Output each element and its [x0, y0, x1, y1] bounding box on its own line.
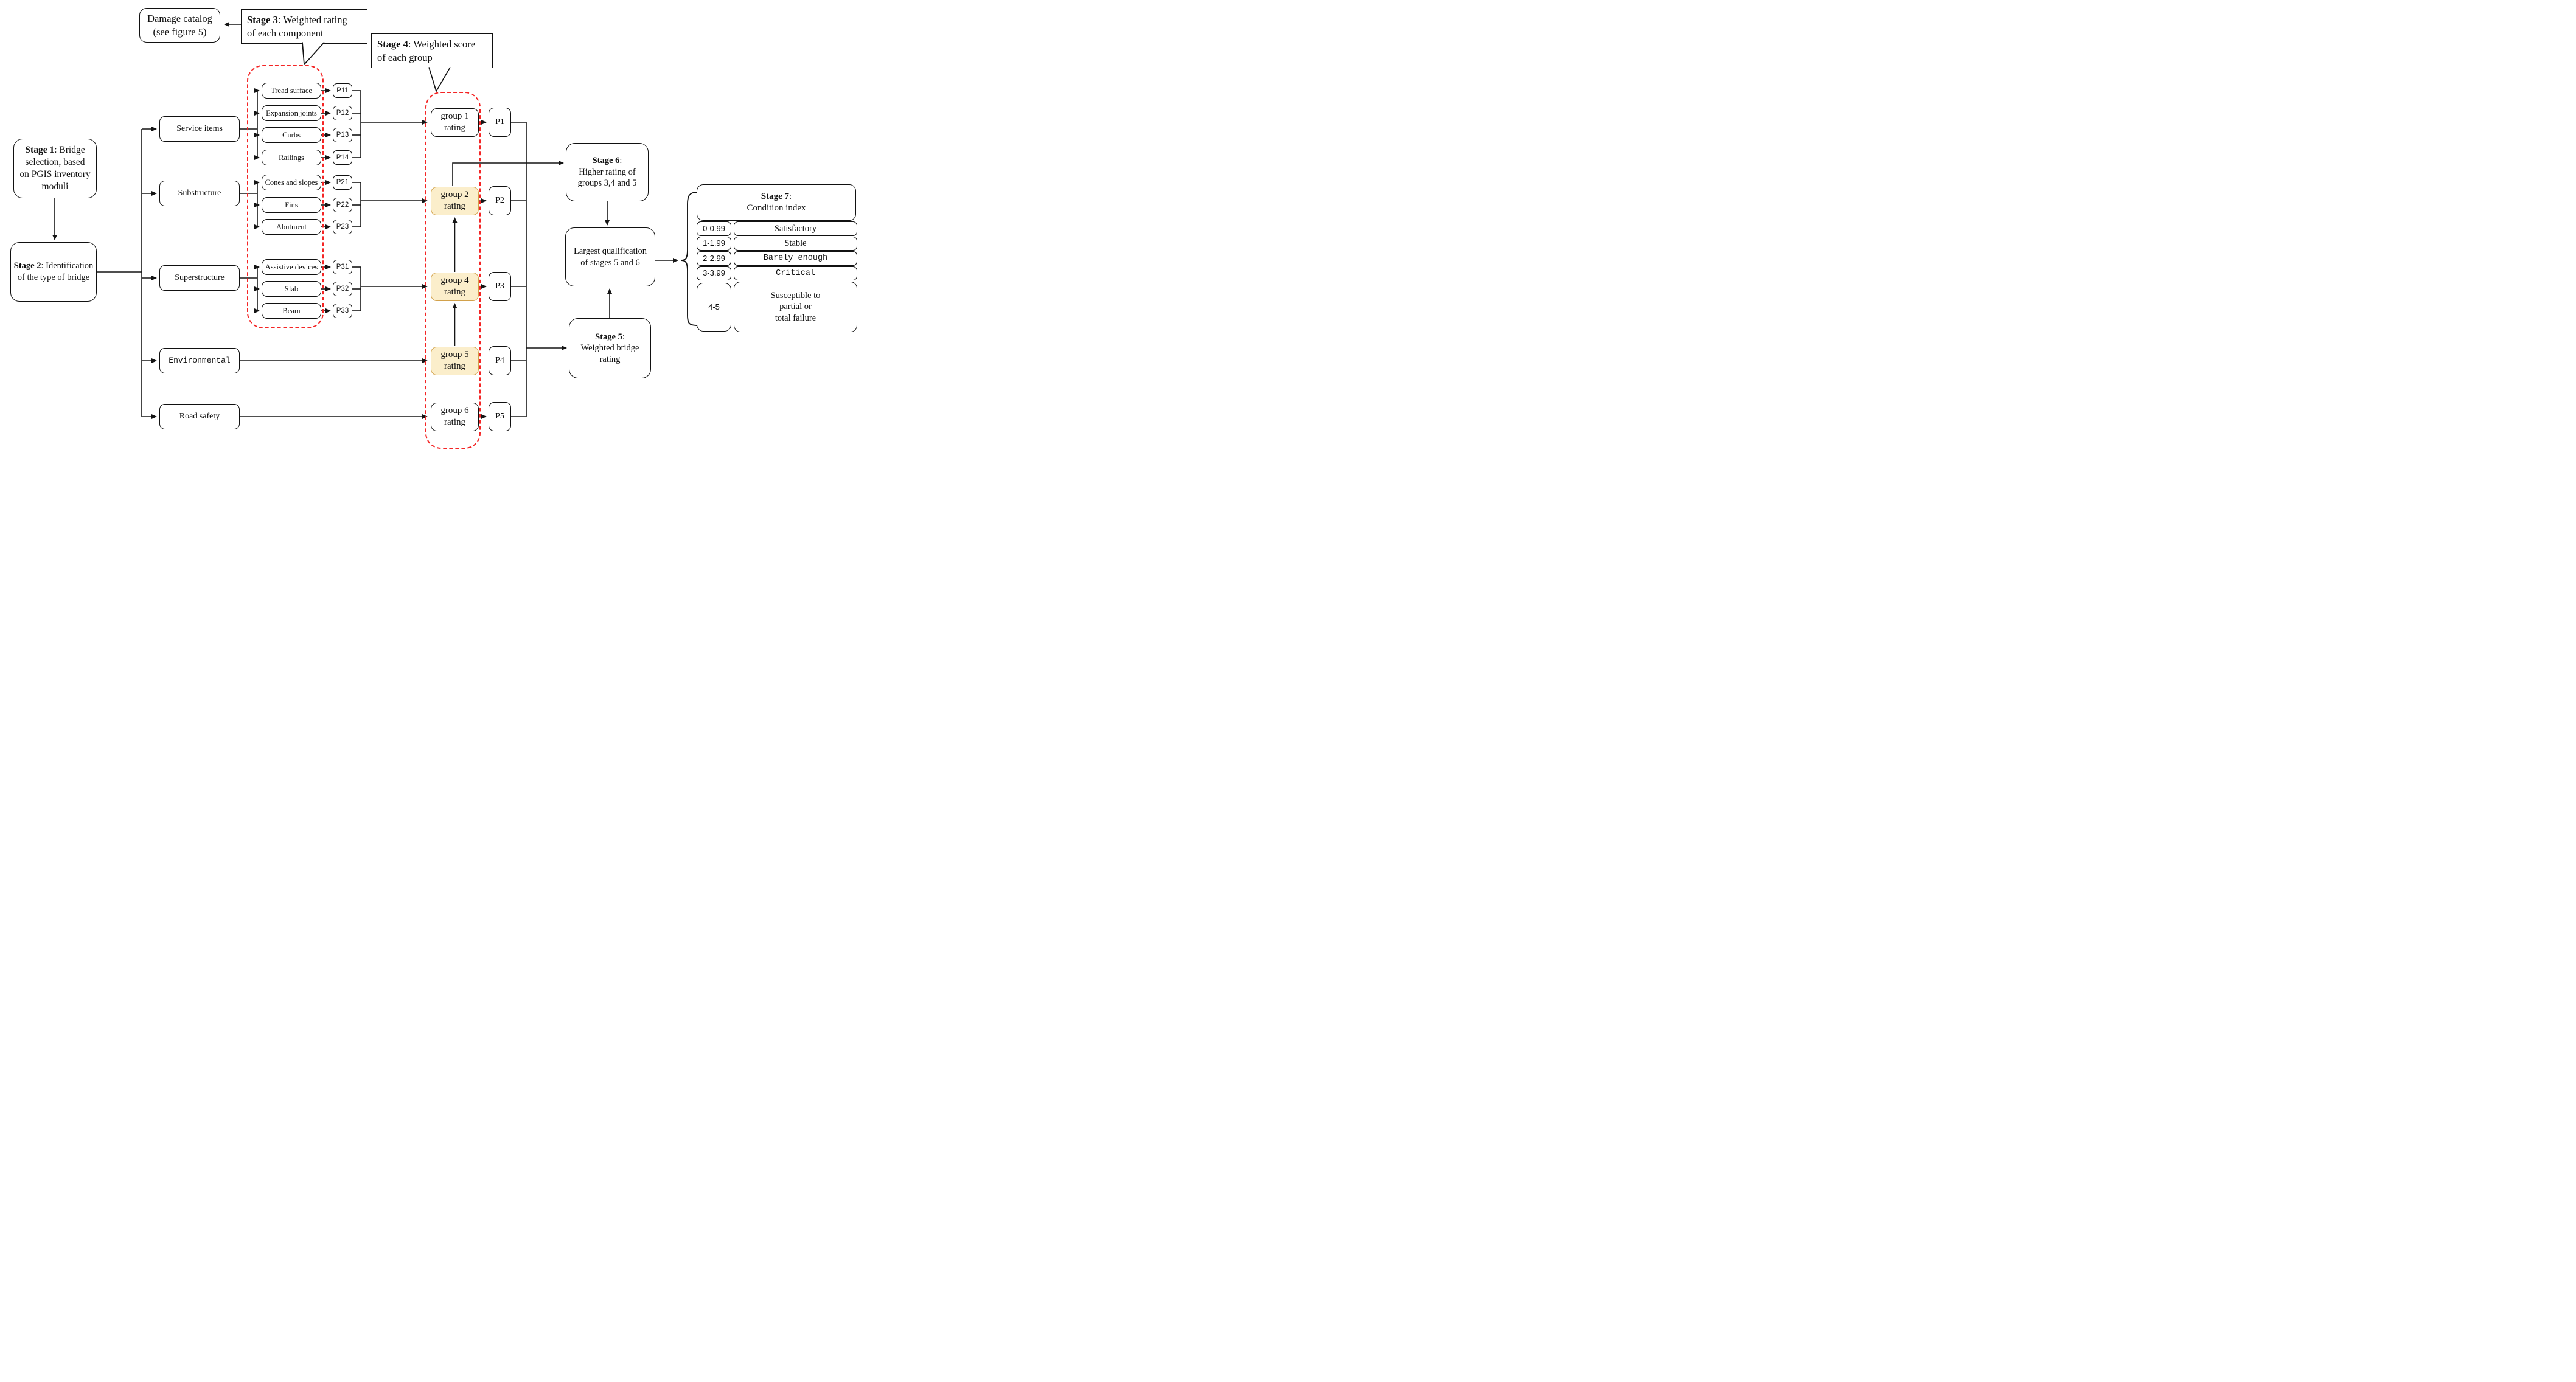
stage5-title: Stage 5: [595, 332, 622, 342]
component-tread-surface: Tread surface: [262, 83, 321, 99]
code-P12: P12: [333, 106, 352, 120]
category-label: Substructure: [178, 189, 221, 198]
stage5-box: Stage 5: Weighted bridge rating: [569, 318, 651, 378]
stage2-box: Stage 2: Identification of the type of b…: [10, 242, 97, 302]
damage-catalog-box: Damage catalog (see figure 5): [139, 8, 220, 43]
stage7-header: Stage 7: Condition index: [697, 184, 856, 221]
condition-label-satisfactory: Satisfactory: [734, 221, 857, 236]
group-1-rating: group 1 rating: [431, 108, 479, 137]
damage-catalog-label: Damage catalog (see figure 5): [147, 13, 212, 38]
code-P13: P13: [333, 128, 352, 142]
stage1-title: Stage 1: [25, 145, 55, 156]
stage1-box: Stage 1: Bridge selection, based on PGIS…: [13, 139, 97, 198]
component-beam: Beam: [262, 303, 321, 319]
condition-label-barely-enough: Barely enough: [734, 251, 857, 266]
group-4-rating: group 4 rating: [431, 272, 479, 301]
component-expansion-joints: Expansion joints: [262, 105, 321, 121]
code-P11: P11: [333, 83, 352, 98]
category-label: Environmental: [169, 355, 231, 365]
category-superstructure: Superstructure: [159, 265, 240, 291]
category-label: Road safety: [179, 412, 220, 422]
stage4-title: Stage 4: [377, 38, 408, 50]
largest-qualification-box: Largest qualification of stages 5 and 6: [565, 227, 655, 286]
stage6-text: : Higher rating of groups 3,4 and 5: [577, 156, 637, 189]
stage4-dashed-region: [425, 92, 481, 449]
stage6-title: Stage 6: [592, 156, 620, 166]
category-environmental: Environmental: [159, 348, 240, 373]
component-railings: Railings: [262, 150, 321, 165]
condition-range-0: 0-0.99: [697, 221, 731, 236]
stage6-box: Stage 6: Higher rating of groups 3,4 and…: [566, 143, 649, 201]
component-cones-and-slopes: Cones and slopes: [262, 175, 321, 190]
stage3-callout: Stage 3: Weighted rating of each compone…: [241, 9, 367, 44]
code-P31: P31: [333, 260, 352, 274]
code-P32: P32: [333, 282, 352, 296]
condition-range-1: 1-1.99: [697, 237, 731, 251]
component-assistive-devices: Assistive devices: [262, 259, 321, 275]
condition-bracket: [681, 192, 698, 326]
code-P23: P23: [333, 220, 352, 234]
component-fins: Fins: [262, 197, 321, 213]
condition-label-stable: Stable: [734, 237, 857, 251]
stage1-text: : Bridge selection, based on PGIS invent…: [19, 145, 91, 192]
stage5-text: : Weighted bridge rating: [580, 332, 639, 364]
condition-range-4: 4-5: [697, 283, 731, 332]
group-6-rating: group 6 rating: [431, 402, 479, 431]
condition-range-2: 2-2.99: [697, 251, 731, 266]
category-label: Service items: [176, 124, 223, 134]
group-5-rating: group 5 rating: [431, 346, 479, 375]
flowchart-canvas: Damage catalog (see figure 5) Stage 3: W…: [0, 0, 858, 460]
component-abutment: Abutment: [262, 219, 321, 235]
code-P33: P33: [333, 304, 352, 318]
stage3-dashed-region: [247, 65, 324, 328]
stage4-text: : Weighted score of each group: [377, 38, 476, 63]
code-P14: P14: [333, 150, 352, 165]
stage2-text: : Identification of the type of bridge: [17, 261, 94, 282]
score-P5: P5: [489, 402, 511, 431]
group-2-rating: group 2 rating: [431, 186, 479, 215]
category-road-safety: Road safety: [159, 404, 240, 429]
stage7-text: : Condition index: [747, 191, 806, 213]
code-P22: P22: [333, 198, 352, 212]
score-P1: P1: [489, 108, 511, 137]
code-P21: P21: [333, 175, 352, 190]
score-P2: P2: [489, 186, 511, 215]
condition-label-susceptible: Susceptible to partial or total failure: [734, 282, 857, 332]
stage3-title: Stage 3: [247, 14, 278, 26]
stage4-callout: Stage 4: Weighted score of each group: [371, 33, 493, 68]
stage7-title: Stage 7: [761, 191, 790, 201]
largest-qualification-text: Largest qualification of stages 5 and 6: [573, 246, 647, 268]
component-slab: Slab: [262, 281, 321, 297]
category-label: Superstructure: [175, 273, 225, 283]
condition-label-critical: Critical: [734, 266, 857, 280]
score-P4: P4: [489, 346, 511, 375]
category-service-items: Service items: [159, 116, 240, 142]
stage2-title: Stage 2: [13, 261, 41, 271]
category-substructure: Substructure: [159, 181, 240, 206]
component-curbs: Curbs: [262, 127, 321, 143]
score-P3: P3: [489, 272, 511, 301]
stage3-text: : Weighted rating of each component: [247, 14, 347, 39]
condition-range-3: 3-3.99: [697, 266, 731, 280]
